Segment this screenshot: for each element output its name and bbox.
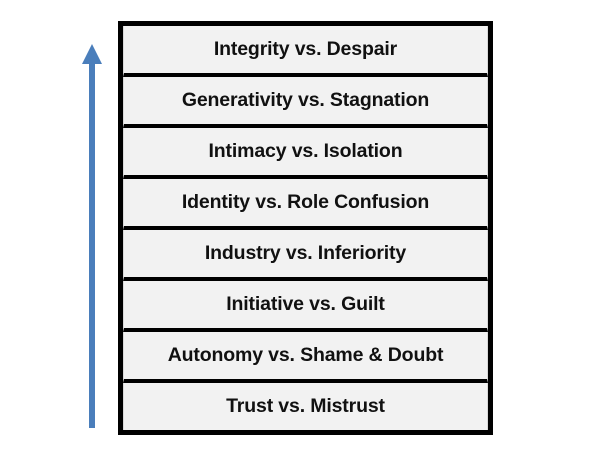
stage-row[interactable]: Intimacy vs. Isolation [123, 128, 488, 179]
stage-stack: Integrity vs. Despair Generativity vs. S… [118, 21, 493, 435]
stage-row[interactable]: Identity vs. Role Confusion [123, 179, 488, 230]
stage-label: Integrity vs. Despair [213, 37, 398, 60]
stage-row[interactable]: Trust vs. Mistrust [123, 383, 488, 430]
stage-label: Intimacy vs. Isolation [208, 139, 403, 162]
stage-row[interactable]: Integrity vs. Despair [123, 26, 488, 77]
stage-row[interactable]: Industry vs. Inferiority [123, 230, 488, 281]
progression-arrow [74, 40, 110, 432]
up-arrow-icon [82, 44, 102, 428]
stage-label: Industry vs. Inferiority [204, 241, 407, 264]
stage-row[interactable]: Generativity vs. Stagnation [123, 77, 488, 128]
stage-label: Autonomy vs. Shame & Doubt [167, 343, 444, 366]
stage-label: Initiative vs. Guilt [226, 292, 385, 315]
stage-label: Trust vs. Mistrust [226, 394, 385, 417]
stage-label: Generativity vs. Stagnation [181, 88, 430, 111]
stage-label: Identity vs. Role Confusion [181, 190, 430, 213]
stage-row[interactable]: Autonomy vs. Shame & Doubt [123, 332, 488, 383]
stage-row[interactable]: Initiative vs. Guilt [123, 281, 488, 332]
